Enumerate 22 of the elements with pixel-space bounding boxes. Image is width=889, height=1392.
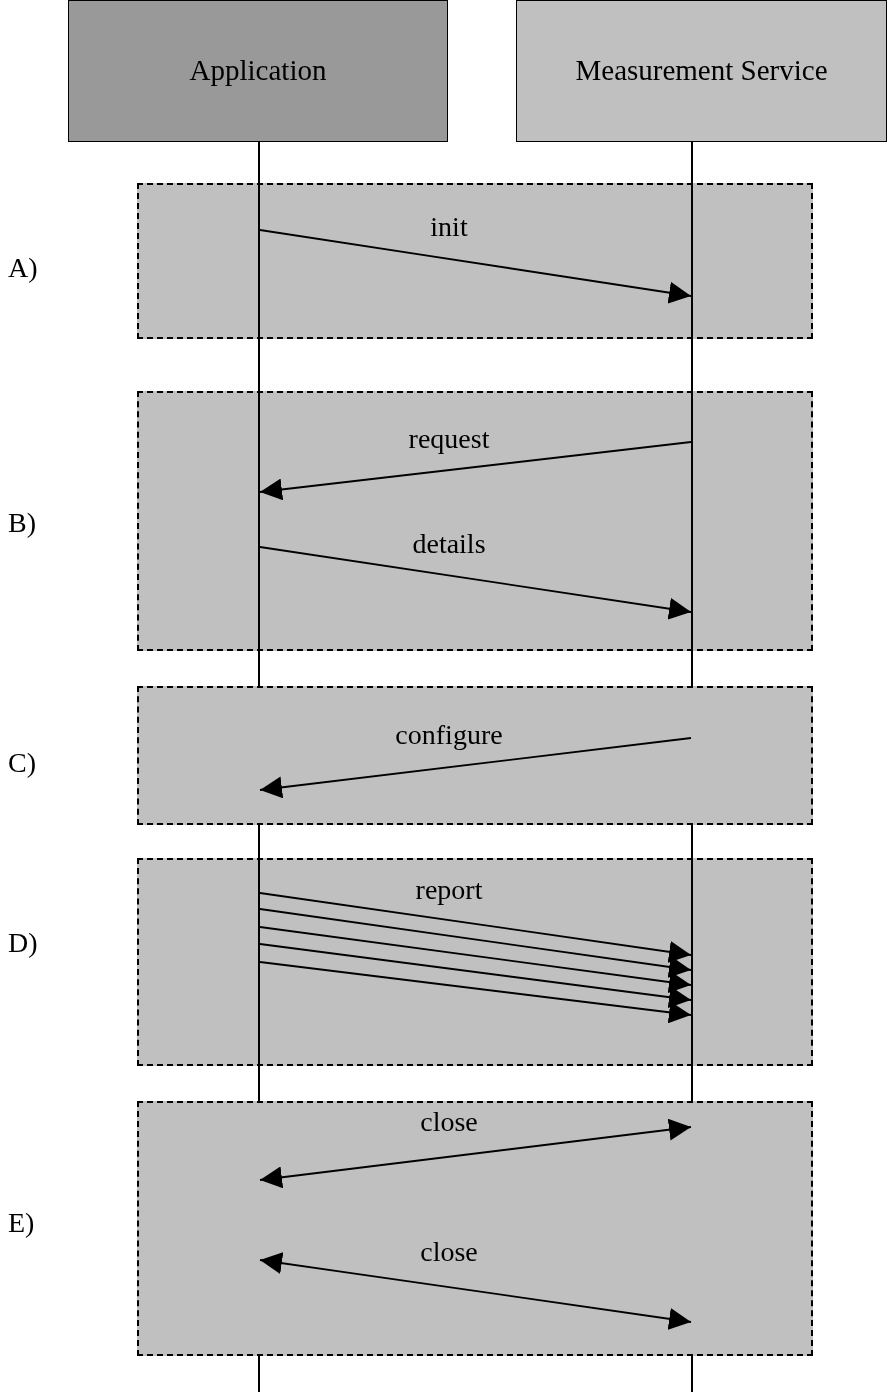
message-arrow — [259, 961, 692, 1024]
lifeline — [691, 142, 693, 1392]
message-arrow — [259, 943, 692, 1009]
message-arrow — [259, 926, 692, 993]
phase-label: E) — [8, 1207, 35, 1239]
message-arrow — [259, 1118, 692, 1189]
message-arrow — [259, 737, 692, 799]
message-arrow — [259, 892, 692, 963]
phase-label: A) — [8, 252, 38, 284]
message-arrow — [259, 1252, 692, 1330]
message-arrow — [259, 546, 692, 620]
participant-name: Application — [189, 53, 327, 89]
message-arrow — [259, 441, 692, 501]
participant-name: Measurement Service — [575, 53, 828, 89]
participant-box — [516, 0, 887, 142]
phase-label: D) — [8, 927, 38, 959]
message-arrow — [259, 908, 692, 978]
participant-box — [68, 0, 448, 142]
phase-label: C) — [8, 747, 36, 779]
phase-label: B) — [8, 507, 36, 539]
message-arrow — [259, 229, 692, 304]
lifeline — [258, 142, 260, 1392]
